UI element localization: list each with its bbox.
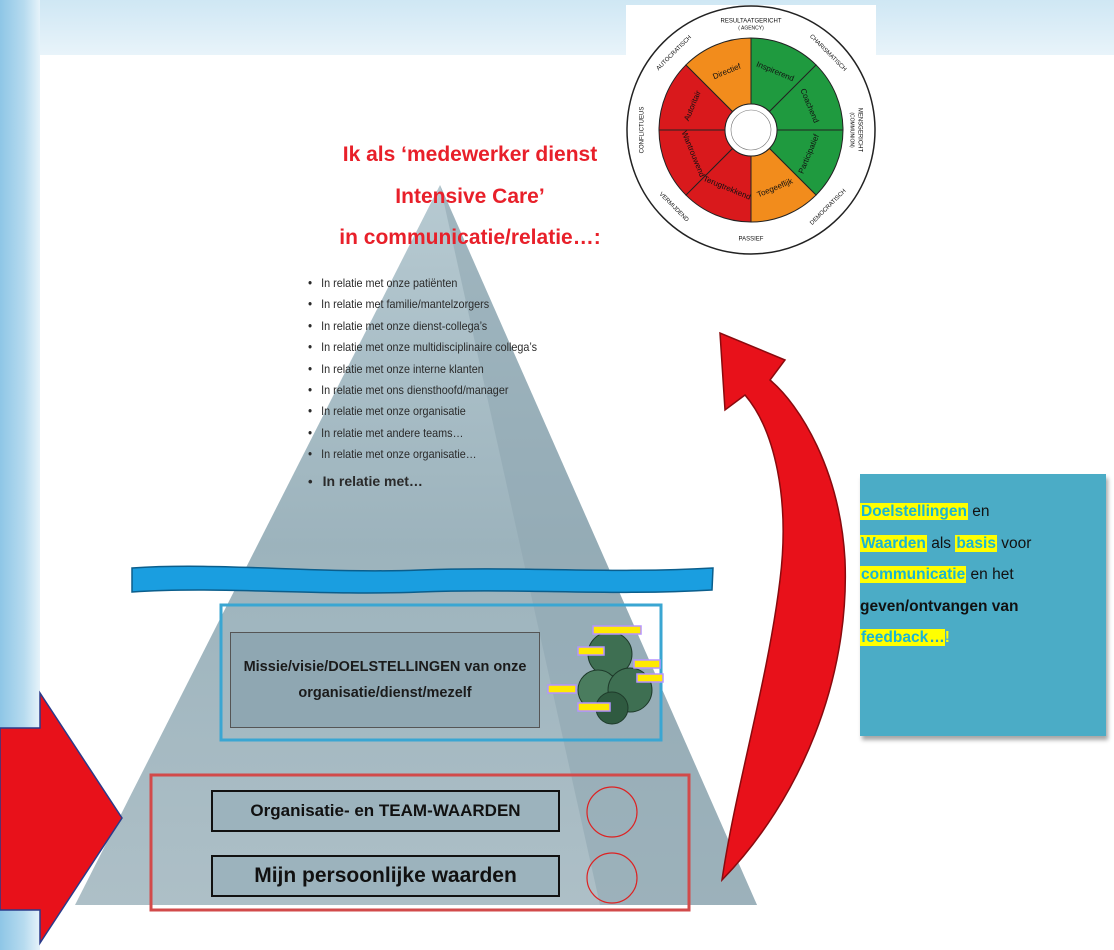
missie-frame — [219, 603, 663, 742]
title-line-2: Intensive Care’ — [395, 185, 545, 208]
wheel-outer-label: PASSIEF — [739, 237, 764, 243]
team-waarden-box: Organisatie- en TEAM-WAARDEN — [211, 790, 560, 832]
feedback-note: Doelstellingen en Waarden als basis voor… — [860, 474, 1106, 736]
wheel-outer-label: MENSGERICHT — [856, 108, 862, 153]
note-text: voor — [996, 534, 1032, 552]
note-communicatie: communicatie — [860, 566, 967, 583]
list-item: In relatie met… — [308, 471, 562, 492]
waarden-frame — [149, 773, 691, 912]
team-waarden-circle — [586, 786, 638, 838]
list-item: In relatie met onze patiënten — [308, 272, 537, 293]
list-item: In relatie met onze multidisciplinaire c… — [308, 336, 537, 357]
wheel-outer-label: CONFLICTUEUS — [640, 107, 646, 154]
note-text: en het — [966, 566, 1014, 583]
note-text: geven/ontvangen van — [860, 597, 1019, 615]
note-basis: basis — [955, 534, 997, 552]
values-venn-icon — [547, 625, 664, 725]
list-item: In relatie met andere teams… — [308, 422, 537, 443]
wheel-outer-sublabel: (COMMUNION) — [849, 112, 855, 148]
note-text: en — [967, 503, 990, 520]
list-item: In relatie met onze organisatie… — [308, 443, 537, 464]
title-line-1: Ik als ‘medewerker dienst — [342, 143, 598, 166]
missie-visie-box: Missie/visie/DOELSTELLINGEN van onze org… — [230, 632, 540, 728]
wheel-outer-label: RESULTAATGERICHT — [720, 19, 781, 25]
note-feedback: feedback — [860, 629, 930, 646]
wheel-center — [724, 103, 778, 157]
list-item: In relatie met onze dienst-collega’s — [308, 315, 537, 336]
list-item: In relatie met onze interne klanten — [308, 358, 537, 379]
note-text: als — [926, 534, 956, 552]
title-line-3: in communicatie/relatie…: — [339, 226, 601, 249]
wheel-center-scale — [730, 109, 772, 151]
left-red-arrow — [0, 690, 123, 946]
feedback-curved-arrow — [719, 331, 847, 883]
relations-list: In relatie met onze patiënten In relatie… — [308, 272, 562, 492]
water-band — [131, 565, 714, 594]
note-doelstellingen: Doelstellingen — [860, 503, 968, 520]
list-item: In relatie met familie/mantelzorgers — [308, 293, 537, 314]
wheel-outer-sublabel: ( AGENCY) — [738, 25, 764, 31]
list-item: In relatie met onze organisatie — [308, 400, 537, 421]
note-waarden: Waarden — [860, 534, 927, 552]
note-text: ! — [944, 629, 950, 646]
list-item: In relatie met ons diensthoofd/manager — [308, 379, 537, 400]
note-dots: … — [929, 629, 945, 646]
persoonlijke-waarden-circle — [586, 852, 638, 904]
persoonlijke-waarden-box: Mijn persoonlijke waarden — [211, 855, 560, 897]
